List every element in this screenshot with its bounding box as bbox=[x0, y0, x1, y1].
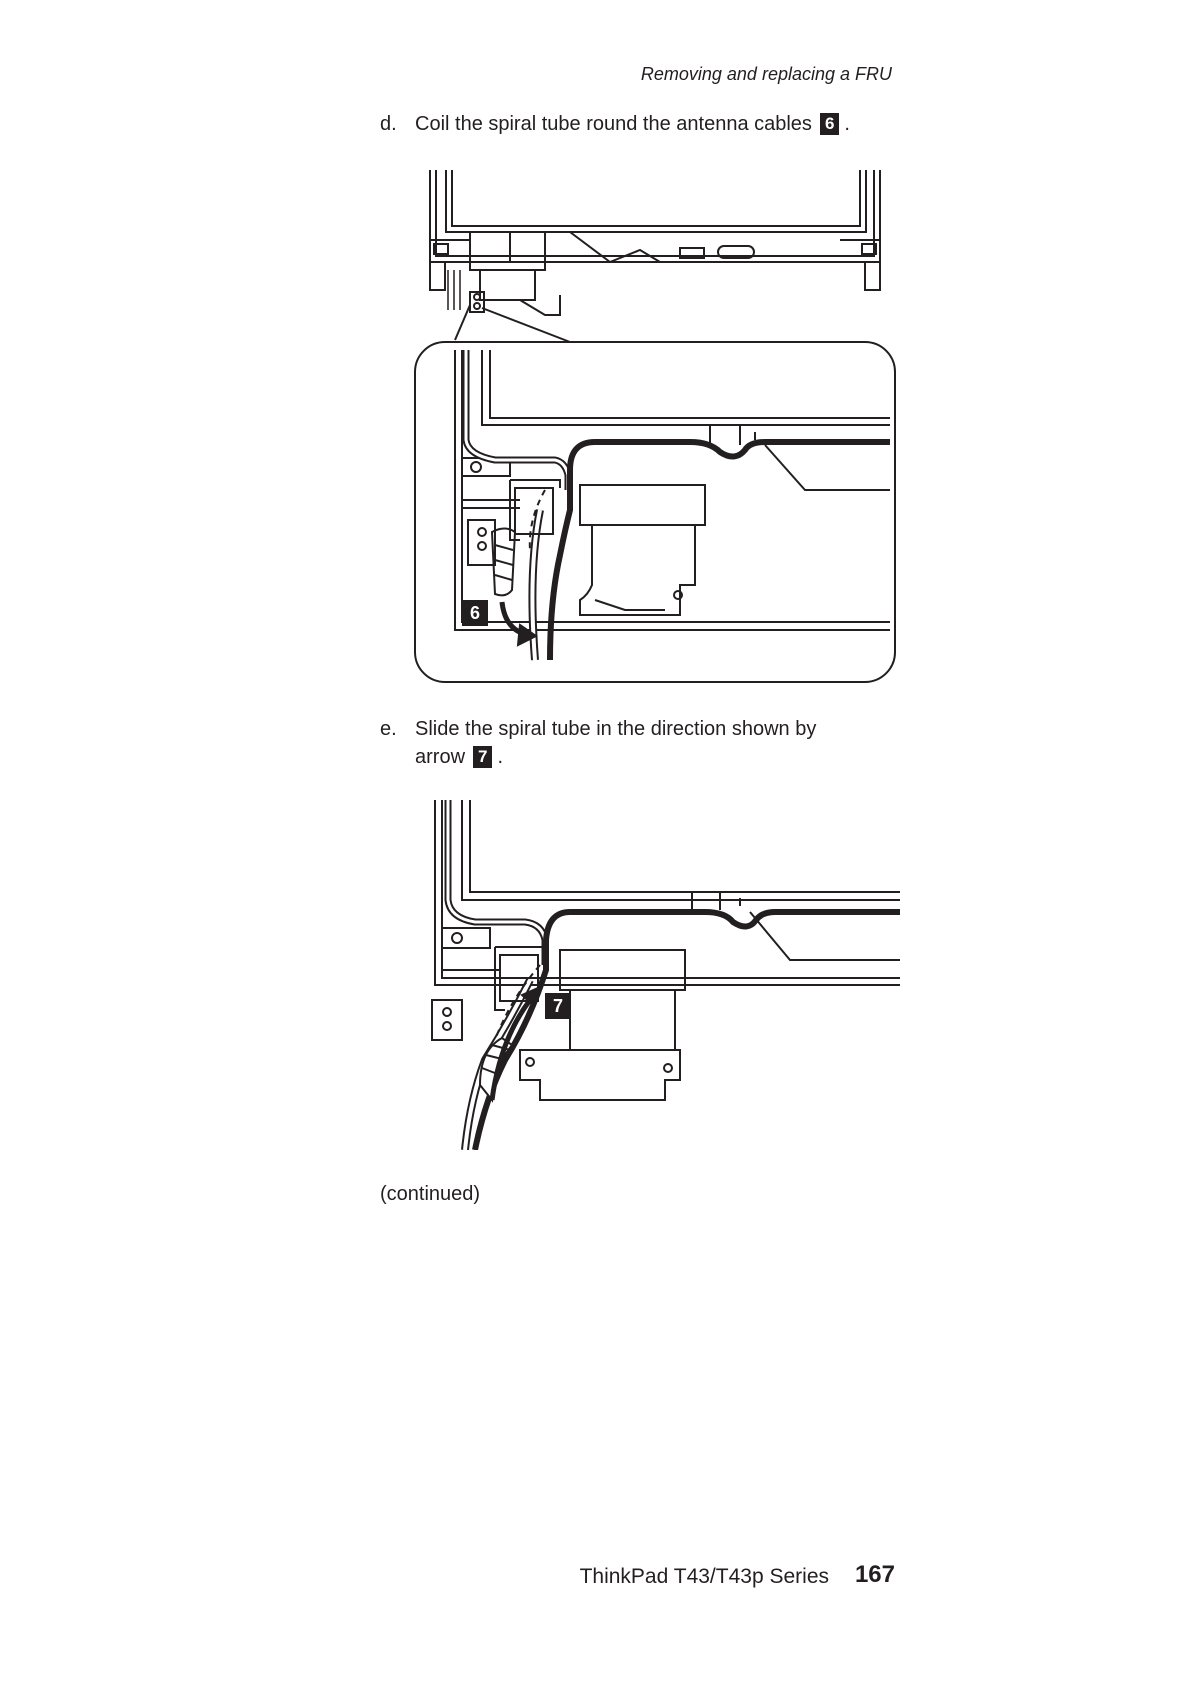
figure-callout-6: 6 bbox=[470, 603, 480, 623]
step-letter: e. bbox=[380, 715, 397, 743]
step-text: Slide the spiral tube in the direction s… bbox=[415, 715, 816, 743]
page-number: 167 bbox=[855, 1561, 895, 1589]
step-end: . bbox=[497, 746, 503, 768]
figure-coil-spiral-tube: 6 bbox=[410, 170, 900, 690]
figure-callout-7: 7 bbox=[553, 996, 563, 1016]
step-text-line2: arrow bbox=[415, 746, 465, 768]
callout-badge: 6 bbox=[820, 113, 839, 135]
step-end: . bbox=[844, 113, 850, 135]
continued-note: (continued) bbox=[380, 1183, 480, 1206]
step-letter: d. bbox=[380, 110, 397, 138]
callout-badge: 7 bbox=[473, 746, 492, 768]
footer-title: ThinkPad T43/T43p Series bbox=[580, 1565, 829, 1589]
figure-slide-spiral-tube: 7 bbox=[430, 800, 900, 1150]
step-text: Coil the spiral tube round the antenna c… bbox=[415, 113, 812, 135]
running-header: Removing and replacing a FRU bbox=[380, 64, 892, 85]
